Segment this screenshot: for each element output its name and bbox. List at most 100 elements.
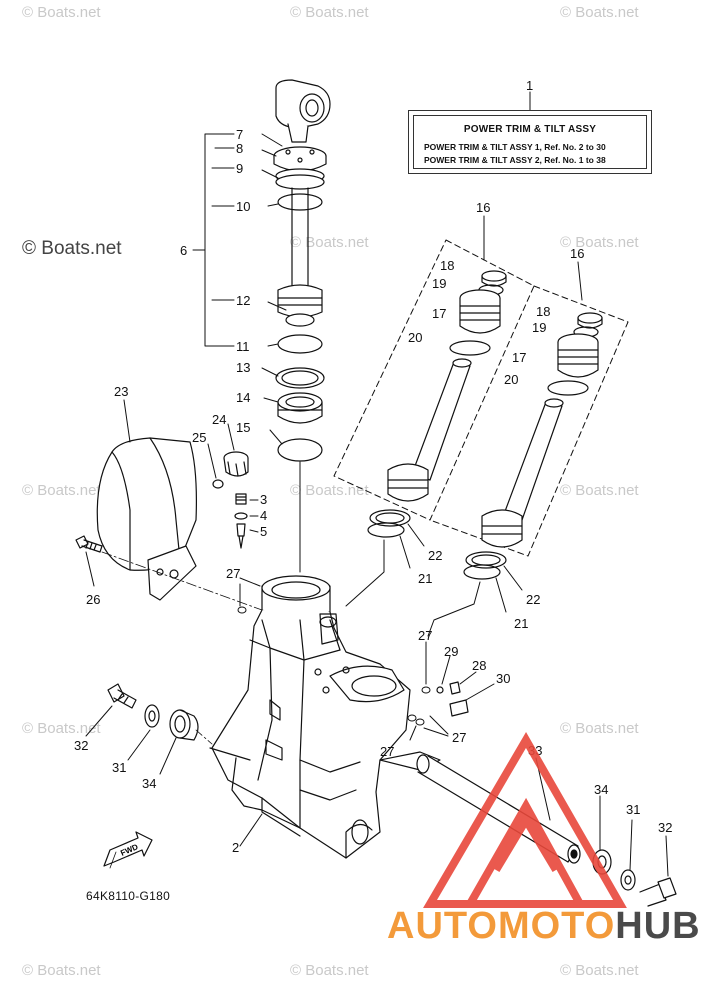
callout-numbers: 1 2 3 4 5 6 7 8 9 10 11 12 13 14 15 16 1…: [74, 78, 672, 858]
piston: [277, 284, 323, 327]
automotohub-logo-text: AUTOMOTOHUB: [387, 905, 701, 948]
o-ring-10: [277, 193, 323, 211]
dashed-group-16-right: [429, 285, 629, 557]
callout-6: 6: [180, 243, 187, 258]
bolt-26: [75, 535, 103, 553]
cover-bracket: [147, 545, 197, 601]
valve-30: [449, 683, 495, 717]
dust-seal-ring: [275, 168, 325, 190]
callout-30: 30: [496, 671, 510, 686]
callout-26: 26: [86, 592, 100, 607]
valve-plug-3: [235, 493, 247, 505]
leader-16b: [577, 261, 583, 301]
washer-31-left: [144, 704, 160, 728]
o-ring-21-left: [367, 522, 405, 538]
pin-28: [449, 671, 477, 695]
ring-25: [212, 479, 224, 489]
piston-rod: [291, 187, 309, 291]
leaders-27: [237, 577, 449, 741]
cylinder-head-17-left: [459, 289, 501, 334]
cylinder-head-17-right: [557, 333, 599, 378]
ring-22-left: [369, 509, 411, 527]
callout-5: 5: [260, 524, 267, 539]
tilt-rod-right: [481, 398, 564, 548]
callout-1: 1: [526, 78, 533, 93]
name-plate-title: POWER TRIM & TILT ASSY: [463, 124, 597, 135]
callout-16a: 16: [476, 200, 490, 215]
callout-8: 8: [236, 141, 243, 156]
callout-27a: 27: [226, 566, 240, 581]
dashed-group-16-left: [333, 239, 535, 521]
ring-22-right: [465, 551, 507, 569]
name-plate-inner-frame: POWER TRIM & TILT ASSY POWER TRIM & TILT…: [413, 115, 647, 169]
watermark: © Boats.net: [290, 482, 369, 499]
group-bracket-6: [192, 133, 287, 445]
callout-20a: 20: [408, 330, 422, 345]
callout-19b: 19: [532, 320, 546, 335]
leaders-21-22: [345, 523, 523, 637]
valve-pin-5: [236, 523, 246, 549]
callout-34a: 34: [142, 776, 156, 791]
cap-18-left: [481, 270, 507, 287]
o-ring-20-right: [547, 380, 589, 396]
watermark: © Boats.net: [290, 962, 369, 979]
callout-25: 25: [192, 430, 206, 445]
o-ring-4: [234, 512, 248, 520]
callout-17a: 17: [432, 306, 446, 321]
callout-16b: 16: [570, 246, 584, 261]
callout-15: 15: [236, 420, 250, 435]
housing-2: [209, 575, 441, 859]
watermark: © Boats.net: [22, 4, 101, 21]
bolt-32-left: [107, 683, 137, 709]
tilt-rod-eye: [275, 79, 331, 143]
callout-31b: 31: [626, 802, 640, 817]
callout-32a: 32: [74, 738, 88, 753]
washer-31-right: [620, 869, 636, 891]
name-plate-line-1: POWER TRIM & TILT ASSY 1, Ref. No. 2 to …: [424, 142, 606, 152]
callout-18b: 18: [536, 304, 550, 319]
callout-4: 4: [260, 508, 267, 523]
callout-18a: 18: [440, 258, 454, 273]
watermark: © Boats.net: [560, 482, 639, 499]
watermark: © Boats.net: [22, 720, 101, 737]
callout-27c: 27: [380, 744, 394, 759]
watermark-main: © Boats.net: [22, 238, 122, 259]
callout-29: 29: [444, 644, 458, 659]
rod-head-flange: [273, 146, 327, 172]
tilt-rod-left: [387, 358, 472, 502]
watermark: © Boats.net: [290, 234, 369, 251]
callout-31a: 31: [112, 760, 126, 775]
callout-19a: 19: [432, 276, 446, 291]
callout-23: 23: [114, 384, 128, 399]
callout-21a: 21: [418, 571, 432, 586]
callout-10: 10: [236, 199, 250, 214]
name-plate-line-2: POWER TRIM & TILT ASSY 2, Ref. No. 1 to …: [424, 155, 606, 165]
watermark: © Boats.net: [22, 962, 101, 979]
watermark: © Boats.net: [560, 234, 639, 251]
bolt-32-right: [639, 877, 677, 907]
watermark: © Boats.net: [560, 4, 639, 21]
callout-21b: 21: [514, 616, 528, 631]
callout-20b: 20: [504, 372, 518, 387]
o-ring-11: [277, 334, 323, 354]
callout-27b: 27: [418, 628, 432, 643]
cylinder-cap-14: [277, 392, 323, 424]
callout-27d: 27: [452, 730, 466, 745]
watermark: © Boats.net: [560, 962, 639, 979]
callout-34b: 34: [594, 782, 608, 797]
automotohub-logo-mark: [423, 732, 627, 908]
watermark: © Boats.net: [560, 720, 639, 737]
callout-24: 24: [212, 412, 226, 427]
watermark: © Boats.net: [290, 4, 369, 21]
o-ring-15: [277, 438, 323, 462]
callout-28: 28: [472, 658, 486, 673]
callout-12: 12: [236, 293, 250, 308]
cap-18-right: [577, 312, 603, 329]
watermark: © Boats.net: [22, 482, 101, 499]
logo-part-1: AUTOMOTO: [387, 905, 616, 947]
callout-17b: 17: [512, 350, 526, 365]
callout-32b: 32: [658, 820, 672, 835]
collar-24: [223, 451, 249, 477]
diagram-code: 64K8110-G180: [86, 889, 171, 903]
